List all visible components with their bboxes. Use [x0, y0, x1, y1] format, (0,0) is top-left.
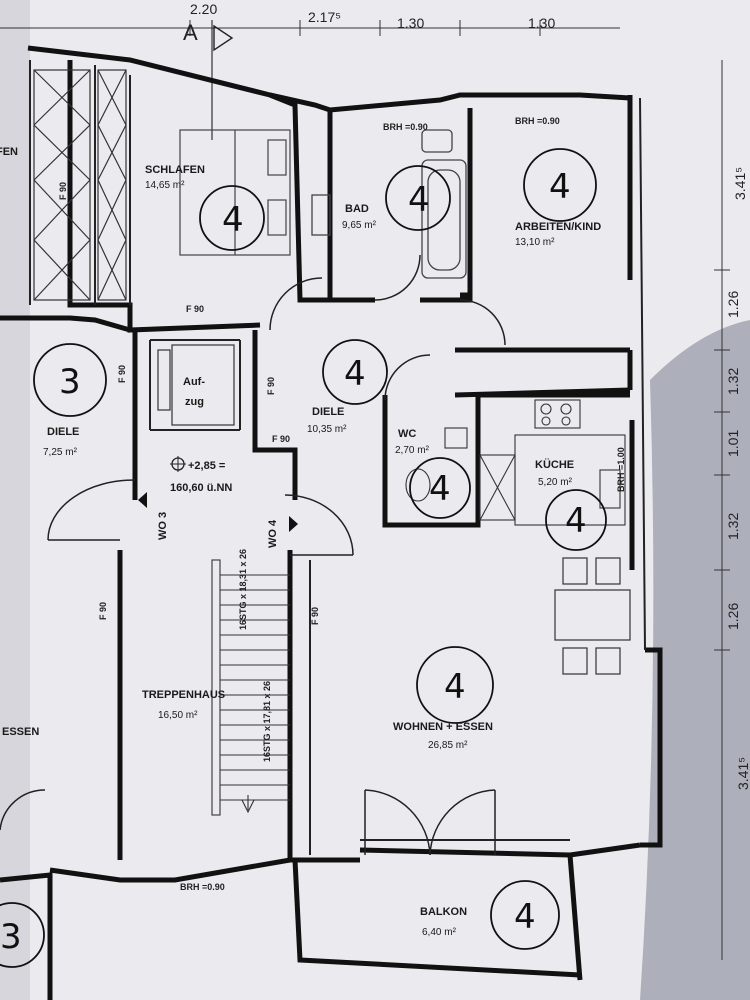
- right-shadow: [640, 320, 750, 1000]
- dim-right-1: 3.41⁵: [732, 167, 748, 200]
- room-name-wc: WC: [398, 428, 416, 440]
- dim-top-3: 1.30: [397, 15, 424, 31]
- fire-label-3: F 90: [117, 365, 127, 383]
- dim-right-2: 1.26: [725, 291, 741, 318]
- staircase: [211, 559, 290, 816]
- stairs-lower-label: 16STG x 17,81 x 26: [262, 681, 272, 762]
- room-area-kueche: 5,20 m²: [538, 477, 573, 488]
- brh-treppe: BRH =0.90: [180, 882, 225, 892]
- dim-right-5: 1.32: [725, 513, 741, 540]
- dim-right-6: 1.26: [725, 603, 741, 630]
- room-name-treppenhaus: TREPPENHAUS: [142, 689, 225, 701]
- dim-top-2: 2.17⁵: [308, 9, 341, 25]
- paper-left-shadow: [0, 0, 30, 1000]
- mark-wohnen: 4: [444, 667, 466, 707]
- room-area-bad: 9,65 m²: [342, 220, 377, 231]
- fire-label-5: F 90: [272, 434, 290, 444]
- room-area-treppenhaus: 16,50 m²: [158, 710, 198, 721]
- hatch-columns: [33, 69, 127, 301]
- wo3-label: WO 3: [157, 512, 169, 540]
- room-name-diele: DIELE: [312, 406, 344, 418]
- room-name-kueche: KÜCHE: [535, 458, 574, 471]
- brh-bad: BRH =0.90: [383, 122, 428, 132]
- room-name-wohnen: WOHNEN + ESSEN: [393, 721, 493, 733]
- brh-kueche: BRH =1.00: [616, 447, 626, 492]
- brh-arbeiten: BRH =0.90: [515, 116, 560, 126]
- dim-right-4: 1.01: [725, 430, 741, 457]
- stairs-upper-label: 16STG x 18,31 x 26: [238, 549, 248, 630]
- right-dimension-line: [714, 60, 730, 960]
- room-area-diele-left: 7,25 m²: [43, 447, 78, 458]
- dim-top-4: 1.30: [528, 15, 555, 31]
- thin-walls: [29, 60, 646, 855]
- room-name-bad: BAD: [345, 203, 369, 215]
- doors: [0, 254, 506, 856]
- elevator-label-2: zug: [185, 396, 204, 408]
- mark-arbeiten: 4: [549, 167, 571, 207]
- elevator-label-1: Auf-: [183, 376, 205, 388]
- mark-bad: 4: [408, 180, 430, 220]
- dining-set: [554, 557, 631, 675]
- section-marker: A: [183, 20, 198, 45]
- room-name-diele-left: DIELE: [47, 426, 79, 438]
- dim-right-3: 1.32: [725, 368, 741, 395]
- level-label-2: 160,60 ü.NN: [170, 482, 232, 494]
- fire-label-4: F 90: [266, 377, 276, 395]
- mark-diele-left: 3: [59, 362, 81, 402]
- fire-label-1: F 90: [58, 182, 68, 200]
- level-marker: [170, 456, 186, 472]
- wo4-label: WO 4: [267, 519, 279, 548]
- mark-diele: 4: [344, 354, 366, 394]
- room-area-wc: 2,70 m²: [395, 445, 430, 456]
- room-name-schlafen-left: FEN: [0, 146, 18, 158]
- room-name-schlafen: SCHLAFEN: [145, 164, 205, 176]
- room-name-balkon: BALKON: [420, 906, 467, 918]
- dim-right-7: 3.41⁵: [735, 757, 750, 790]
- room-area-arbeiten: 13,10 m²: [515, 237, 555, 248]
- dim-top-1: 2.20: [190, 1, 217, 17]
- bed: [179, 129, 291, 256]
- hand-circles: [0, 148, 607, 968]
- top-dimension-line: [0, 20, 620, 36]
- fire-label-7: F 90: [310, 607, 320, 625]
- room-area-wohnen: 26,85 m²: [428, 740, 468, 751]
- section-arrow-icon: [213, 24, 234, 52]
- mark-corner: 3: [0, 917, 22, 957]
- elevator-detail: [157, 344, 235, 426]
- room-area-balkon: 6,40 m²: [422, 927, 457, 938]
- bathtub: [311, 129, 467, 279]
- room-area-schlafen: 14,65 m²: [145, 180, 185, 191]
- walls: [0, 45, 663, 1000]
- mark-schlafen: 4: [222, 200, 244, 240]
- room-name-arbeiten: ARBEITEN/KIND: [515, 221, 601, 233]
- room-name-essen-left: ESSEN: [2, 726, 39, 738]
- room-area-diele: 10,35 m²: [307, 424, 347, 435]
- wo4-arrow-icon: [289, 516, 298, 532]
- fire-label-6: F 90: [98, 602, 108, 620]
- kitchen-fixtures: [405, 399, 626, 526]
- mark-kueche: 4: [565, 501, 587, 541]
- level-label-1: +2,85 =: [188, 460, 225, 472]
- mark-balkon: 4: [514, 897, 536, 937]
- mark-wc: 4: [429, 469, 451, 509]
- wo3-arrow-icon: [138, 492, 147, 508]
- fire-label-2: F 90: [186, 304, 204, 314]
